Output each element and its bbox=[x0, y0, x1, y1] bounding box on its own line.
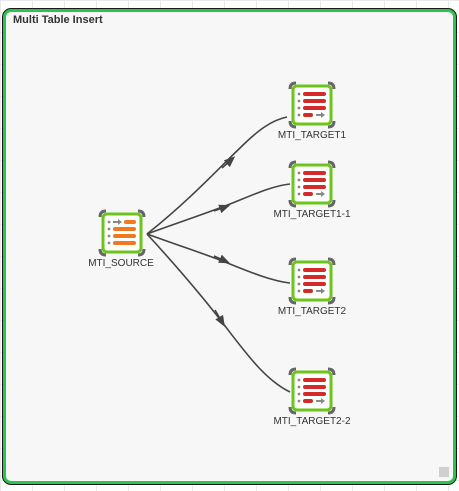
node-label-mti-target2-2: MTI_TARGET2-2 bbox=[273, 416, 351, 427]
edge-source-to-target1-1[interactable] bbox=[146, 183, 291, 235]
node-mti-source[interactable] bbox=[98, 209, 146, 257]
node-label-mti-target2: MTI_TARGET2 bbox=[277, 306, 347, 317]
node-mti-target1[interactable] bbox=[288, 81, 336, 129]
source-table-icon bbox=[98, 209, 146, 257]
target-table-icon bbox=[288, 367, 336, 415]
node-mti-target1-1[interactable] bbox=[288, 160, 336, 208]
node-mti-target2-2[interactable] bbox=[288, 367, 336, 415]
node-label-mti-target1-1: MTI_TARGET1-1 bbox=[273, 209, 351, 220]
target-table-icon bbox=[288, 257, 336, 305]
group-resize-handle[interactable] bbox=[439, 467, 449, 477]
node-mti-target2[interactable] bbox=[288, 257, 336, 305]
edge-arrow-target1 bbox=[221, 156, 236, 169]
multi-table-insert-group[interactable]: Multi Table Insert bbox=[3, 9, 456, 484]
target-table-icon bbox=[288, 81, 336, 129]
group-title: Multi Table Insert bbox=[13, 14, 103, 26]
edge-source-to-target1[interactable] bbox=[146, 116, 288, 235]
edge-arrow-target2-2 bbox=[214, 309, 225, 327]
edge-arrow-target2 bbox=[213, 254, 231, 264]
edge-arrow-target1-1 bbox=[213, 204, 231, 214]
node-label-mti-source: MTI_SOURCE bbox=[88, 258, 154, 269]
target-table-icon bbox=[288, 160, 336, 208]
node-label-mti-target1: MTI_TARGET1 bbox=[277, 130, 347, 141]
